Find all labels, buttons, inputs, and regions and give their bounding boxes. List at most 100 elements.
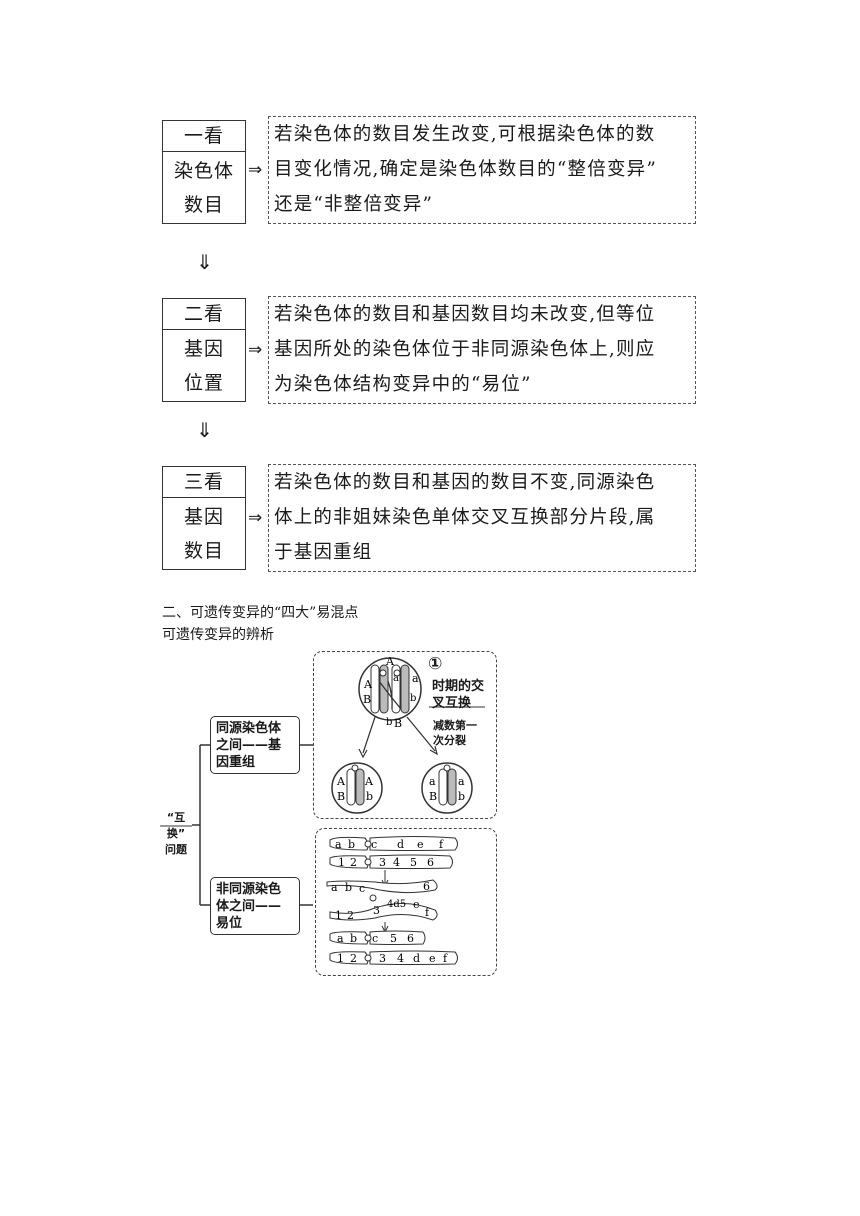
svg-text:b: b: [348, 838, 355, 851]
step-body-line: 基因: [183, 506, 224, 528]
gene-A-label: A: [336, 775, 346, 788]
step-head: 一看: [163, 121, 245, 152]
step-body: 基因 位置: [163, 330, 245, 400]
desc-line: 目变化情况,确定是染色体数目的“整倍变异”: [274, 159, 657, 180]
step-body-line: 位置: [183, 372, 224, 394]
svg-text:1: 1: [335, 909, 342, 922]
gene-a-label: a: [412, 672, 419, 685]
gene-A-label: A: [363, 678, 373, 691]
gene-A-label: A: [364, 775, 374, 788]
svg-text:b: b: [350, 932, 357, 945]
crossover-illustration: A A a a B b b B A A B b a a B b: [331, 655, 485, 814]
gene-B-label: B: [429, 790, 437, 803]
svg-text:2: 2: [350, 952, 357, 965]
svg-text:6: 6: [423, 880, 430, 893]
desc-line: 还是“非整倍变异”: [274, 194, 434, 215]
svg-text:d: d: [413, 952, 420, 965]
svg-text:3: 3: [379, 952, 386, 965]
right-arrow-icon: ⇒: [248, 340, 263, 360]
down-arrow-icon: ⇓: [196, 250, 213, 274]
branch-line: 非同源染色: [216, 882, 282, 897]
meiosis-caption-line: 减数第一: [433, 719, 477, 732]
svg-text:e: e: [417, 838, 424, 851]
meiosis-caption-line: 次分裂: [433, 734, 466, 747]
svg-text:a: a: [331, 881, 338, 894]
step-description: 若染色体的数目和基因的数目不变,同源染色 体上的非姐妹染色单体交叉互换部分片段,…: [268, 464, 696, 572]
step-body-line: 染色体: [173, 160, 234, 182]
svg-text:e: e: [429, 952, 436, 965]
root-label-line: 问题: [165, 843, 187, 856]
translocation-panel: [315, 828, 497, 976]
root-label-line: “互换”: [166, 811, 186, 840]
right-arrow-icon: ⇒: [248, 508, 263, 528]
period-caption: 时期的交 叉互换: [432, 678, 484, 712]
step-label-box: 一看 染色体 数目: [162, 120, 246, 224]
branch-line: 之间——基: [216, 738, 282, 753]
svg-text:f: f: [425, 906, 430, 919]
svg-text:1: 1: [338, 856, 345, 869]
svg-text:3: 3: [373, 904, 380, 917]
svg-text:6: 6: [427, 856, 434, 869]
crossover-panel: [313, 651, 497, 819]
svg-text:f: f: [443, 952, 448, 965]
svg-text:c: c: [372, 932, 378, 945]
svg-text:1: 1: [337, 952, 344, 965]
svg-text:d: d: [397, 838, 404, 851]
desc-line: 若染色体的数目和基因的数目不变,同源染色: [274, 472, 656, 493]
svg-text:f: f: [439, 838, 444, 851]
step-body-line: 基因: [183, 338, 224, 360]
svg-text:4: 4: [397, 952, 404, 965]
svg-text:2: 2: [350, 856, 357, 869]
section-heading: 二、可遗传变异的“四大”易混点: [162, 605, 359, 621]
gene-b-label: b: [366, 790, 373, 803]
gene-B-label: B: [394, 717, 402, 730]
period-number: ①: [428, 654, 443, 674]
branch-line: 体之间——: [216, 899, 282, 914]
step-body: 染色体 数目: [163, 152, 245, 222]
step-head: 三看: [163, 467, 245, 498]
root-label: “互换” 问题: [158, 810, 194, 858]
svg-text:e: e: [413, 898, 420, 911]
desc-line: 为染色体结构变异中的“易位”: [274, 374, 532, 395]
branch-line: 因重组: [216, 755, 256, 770]
svg-text:c: c: [359, 882, 365, 895]
branch-homologous: 同源染色体 之间——基 因重组: [210, 716, 300, 774]
svg-text:a: a: [335, 838, 342, 851]
period-caption-line: 叉互换: [432, 696, 472, 711]
period-caption-line: 时期的交: [432, 679, 485, 694]
step-label-box: 二看 基因 位置: [162, 298, 246, 402]
svg-text:6: 6: [407, 932, 414, 945]
svg-text:5: 5: [410, 856, 417, 869]
gene-b-label: b: [410, 693, 416, 704]
desc-line: 若染色体的数目和基因数目均未改变,但等位: [274, 304, 656, 325]
down-arrow-icon: ⇓: [196, 418, 213, 442]
desc-line: 若染色体的数目发生改变,可根据染色体的数: [274, 124, 656, 145]
step-head: 二看: [163, 299, 245, 330]
step-description: 若染色体的数目和基因数目均未改变,但等位 基因所处的染色体位于非同源染色体上,则…: [268, 296, 696, 404]
desc-line: 于基因重组: [274, 542, 373, 563]
step-label-box: 三看 基因 数目: [162, 466, 246, 570]
step-description: 若染色体的数目发生改变,可根据染色体的数 目变化情况,确定是染色体数目的“整倍变…: [268, 116, 696, 224]
gene-a-label: a: [458, 775, 465, 788]
desc-line: 体上的非姐妹染色单体交叉互换部分片段,属: [274, 507, 656, 528]
step-body-line: 数目: [183, 194, 224, 216]
gene-B-label: B: [363, 693, 371, 706]
svg-text:4d5: 4d5: [387, 899, 406, 910]
svg-text:5: 5: [390, 932, 397, 945]
branch-line: 同源染色体: [216, 721, 282, 736]
right-arrow-icon: ⇒: [248, 160, 263, 180]
step-body-line: 数目: [183, 540, 224, 562]
svg-text:4: 4: [393, 856, 400, 869]
meiosis-caption: 减数第一 次分裂: [433, 718, 477, 748]
section-subheading: 可遗传变异的辨析: [162, 627, 274, 643]
gene-a-label: a: [429, 775, 436, 788]
svg-text:c: c: [371, 838, 377, 851]
step-body: 基因 数目: [163, 498, 245, 568]
svg-text:3: 3: [379, 856, 386, 869]
desc-line: 基因所处的染色体位于非同源染色体上,则应: [274, 339, 656, 360]
gene-b-label: b: [386, 717, 392, 728]
branch-nonhomologous: 非同源染色 体之间—— 易位: [210, 877, 300, 935]
gene-b-label: b: [458, 790, 465, 803]
